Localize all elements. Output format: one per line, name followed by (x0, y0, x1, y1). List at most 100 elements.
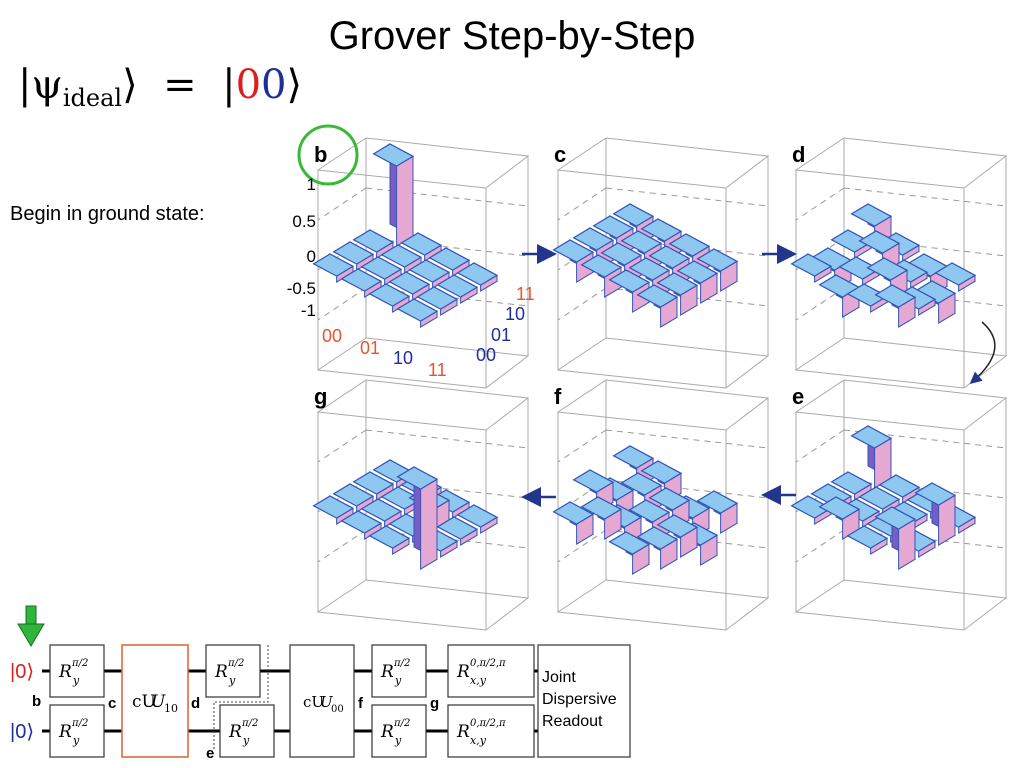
bar (332, 241, 375, 271)
bar (636, 284, 679, 328)
bar (696, 490, 739, 534)
bar (312, 253, 355, 283)
panel-label-b: b (314, 142, 327, 167)
panel-c: c (552, 137, 770, 389)
bar (396, 466, 439, 570)
svg-text:y: y (228, 674, 236, 687)
svg-text:π/2: π/2 (227, 658, 244, 669)
bar (312, 495, 355, 525)
svg-text:π/2: π/2 (241, 718, 258, 729)
svg-text:cU: cU (303, 693, 324, 711)
bar (636, 526, 679, 570)
qubit-top-label: |0⟩ (10, 661, 34, 683)
qubit-bottom-label: |0⟩ (10, 721, 34, 743)
bar (914, 280, 957, 324)
step-label-b: b (32, 693, 41, 710)
panel-label-e: e (792, 384, 804, 409)
x-tick-10: 10 (393, 348, 413, 368)
x-tick-00: 00 (322, 326, 342, 346)
step-label-d: d (191, 695, 200, 712)
bar (368, 525, 411, 555)
svg-text:y: y (394, 734, 402, 747)
panel-label-d: d (792, 142, 805, 167)
bar (360, 256, 403, 286)
z-tick: 1 (307, 175, 316, 194)
panel-b-x-axis: 00 01 10 11 (322, 326, 447, 380)
gate-rxy-top: R x,y 0,π/2,π (447, 644, 535, 698)
bar (846, 525, 889, 555)
joint-dispersive-readout: Joint Dispersive Readout (537, 644, 631, 758)
step-label-c: c (108, 695, 116, 712)
gate-ry-bottom-3: R y π/2 (371, 704, 427, 758)
bar (934, 262, 977, 292)
z-tick: 0.5 (292, 212, 316, 231)
svg-text:y: y (72, 674, 80, 687)
bar (552, 239, 595, 283)
bar (360, 498, 403, 528)
state-equation: |ψideal⟩ = |00⟩ (18, 62, 302, 112)
bar (874, 506, 917, 570)
panel-b-y-axis: 11 10 01 00 (476, 284, 535, 365)
gate-ry-top-1: R y π/2 (49, 644, 105, 698)
panel-b-z-axis: 1 0.5 0 -0.5 -1 (287, 175, 316, 320)
svg-text:R: R (58, 722, 72, 742)
bar (676, 260, 719, 304)
panel-label-g: g (314, 384, 327, 409)
svg-text:R: R (380, 722, 394, 742)
bar (608, 531, 651, 575)
svg-text:Dispersive: Dispersive (542, 691, 617, 708)
step-label-e: e (206, 745, 214, 762)
bar (436, 274, 479, 304)
z-tick: 0 (307, 247, 316, 266)
psi-subscript: ideal (62, 84, 123, 112)
bar (408, 259, 451, 289)
z-tick: -1 (301, 301, 316, 320)
qubit-a-value: 0 (235, 62, 262, 108)
y-tick-01: 01 (491, 325, 511, 345)
svg-text:x,y: x,y (470, 674, 487, 687)
gate-ry-top-2: R y π/2 (205, 644, 261, 698)
bar (656, 272, 699, 316)
bar (552, 501, 595, 545)
bar (416, 286, 459, 316)
highlight-circle (297, 124, 359, 186)
bar (456, 262, 499, 292)
bar (340, 510, 383, 540)
bar (656, 514, 699, 558)
gate-cu10: cU U 10 (121, 644, 189, 758)
svg-text:00: 00 (331, 704, 344, 715)
bar (878, 474, 921, 504)
psi-ket-close: ⟩ (122, 62, 138, 108)
svg-text:cU: cU (132, 692, 156, 712)
svg-text:Joint: Joint (542, 669, 576, 686)
bar (790, 253, 833, 283)
svg-text:R: R (380, 662, 394, 682)
gate-ry-bottom-2: R y π/2 (219, 704, 275, 758)
svg-text:U: U (320, 693, 334, 711)
psi-ket-open: |ψ (18, 62, 63, 108)
svg-text:Readout: Readout (542, 713, 603, 730)
bar (372, 143, 415, 247)
panel-e: e (790, 379, 1008, 631)
step-e-dotted-marker (213, 645, 269, 750)
bar (436, 516, 479, 546)
svg-text:π/2: π/2 (71, 658, 88, 669)
step-label-f: f (358, 695, 364, 712)
bar (400, 232, 443, 262)
bar (388, 271, 431, 301)
qubit-b-value: 0 (261, 62, 287, 108)
panel-label-c: c (554, 142, 566, 167)
panel-d: d (790, 137, 1008, 389)
bar (340, 268, 383, 298)
bar (846, 283, 889, 313)
bar (456, 504, 499, 534)
bar (874, 284, 917, 328)
bar (850, 425, 893, 489)
panel-g: g (312, 379, 530, 631)
step-label-g: g (430, 695, 439, 712)
z-tick: -0.5 (287, 279, 316, 298)
y-tick-11: 11 (516, 284, 535, 304)
bar (818, 274, 861, 318)
